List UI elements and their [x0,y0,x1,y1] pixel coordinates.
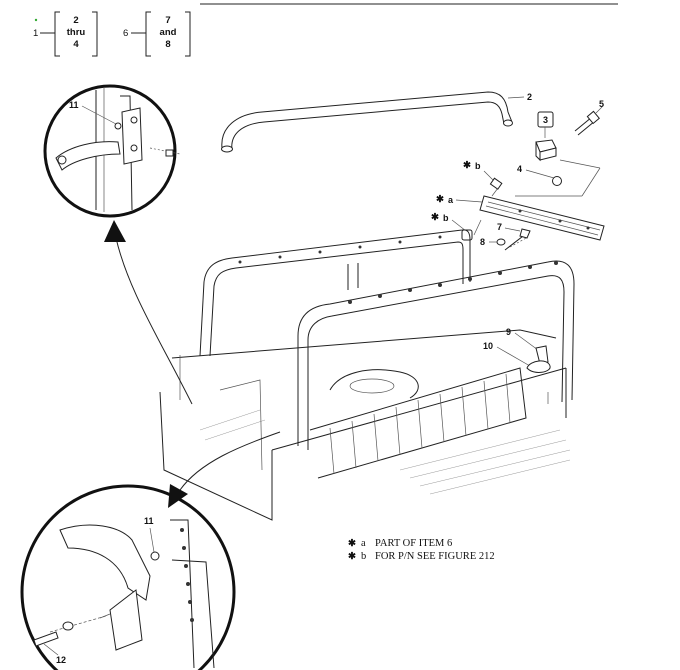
tube-item-2: 2 [221,91,532,153]
key-box-1: 1 2 thru 4 [33,11,98,57]
key-box-2: 6 7 and 8 [123,11,191,57]
key-box-2-mid: and [160,27,177,38]
key-box-2-bot: 8 [165,39,170,50]
callout-b-upper: b [475,161,481,171]
callout-4: 4 [517,164,522,174]
bracket-item-3: 3 [515,111,601,197]
note-a-mark: a [361,538,366,549]
washer-item-8: 8 [480,236,529,248]
key-box-1-bot: 4 [73,39,79,50]
callout-8: 8 [480,237,485,247]
arrow-to-bottom-detail [168,431,281,508]
callout-9: 9 [506,327,511,337]
nut-item-4: 4 [517,164,562,186]
key-box-2-top: 7 [165,15,170,26]
svg-text:✱: ✱ [348,538,357,549]
key-box-1-mid: thru [67,27,86,38]
svg-text:✱: ✱ [348,551,357,562]
svg-text:✱: ✱ [463,160,472,171]
callout-12: 12 [56,655,66,665]
detail-circle-bottom: 11 12 [20,484,236,670]
callout-b-lower: b [443,213,449,223]
svg-text:✱: ✱ [436,194,445,205]
bolt-item-7: 7 [497,222,531,251]
callout-11-top: 11 [69,100,79,110]
rail-part-a: ✱ a [436,194,605,241]
callout-10: 10 [483,341,493,351]
note-b-text: FOR P/N SEE FIGURE 212 [375,551,495,562]
note-a-text: PART OF ITEM 6 [375,538,452,549]
key-box-2-item: 6 [123,28,128,39]
callout-a: a [448,195,454,205]
fitting-b-lower: ✱ b [431,212,482,241]
note-b-mark: b [361,551,366,562]
callout-7: 7 [497,222,502,232]
truck-bed-frame [159,229,575,521]
notes-legend: ✱ a PART OF ITEM 6 ✱ b FOR P/N SEE FIGUR… [348,538,495,562]
arrow-to-top-detail [104,220,193,405]
callout-11-bottom: 11 [144,516,154,526]
callout-5: 5 [599,99,604,109]
svg-text:✱: ✱ [431,212,440,223]
key-box-1-item: 1 [33,28,38,39]
callout-2: 2 [527,92,532,102]
key-box-1-top: 2 [73,15,78,26]
fitting-b-upper: ✱ b [463,160,503,197]
strap-item-10: 10 [483,341,551,373]
clip-item-9: 9 [506,327,549,365]
callout-3: 3 [543,115,548,125]
screw-item-5: 5 [574,99,604,136]
detail-circle-top: 11 [43,84,181,218]
